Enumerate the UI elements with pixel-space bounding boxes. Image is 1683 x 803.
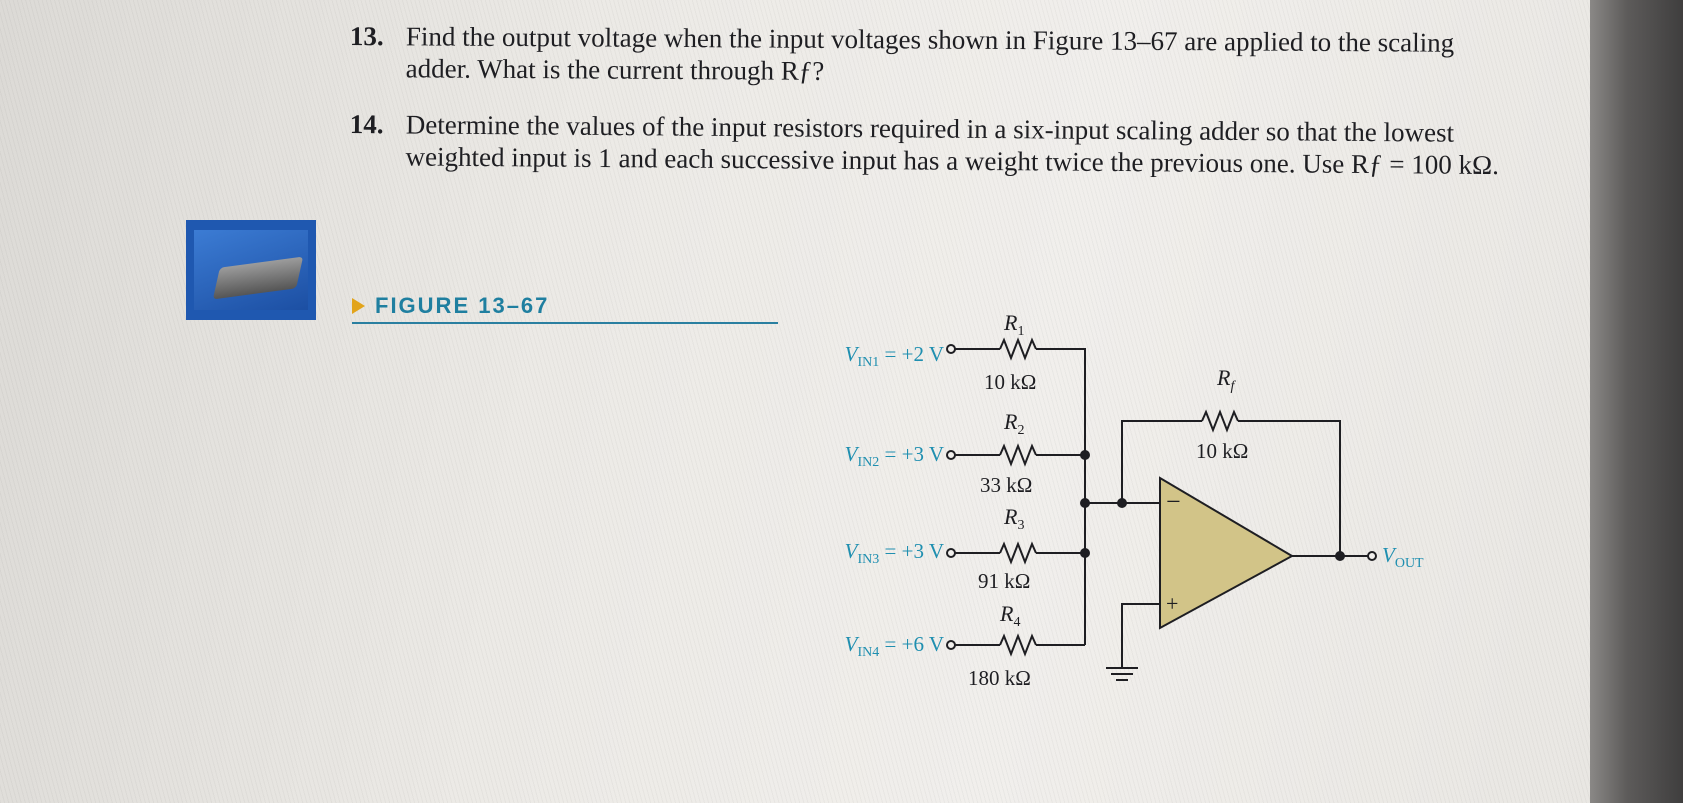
resistance-r3: 91 kΩ bbox=[978, 569, 1030, 593]
junction-dot bbox=[1080, 548, 1090, 558]
wire-bus bbox=[1036, 348, 1086, 645]
resistor-rf bbox=[1201, 409, 1239, 433]
output-label: VOUT bbox=[1382, 543, 1424, 571]
input-label-2: VIN2 = +3 V bbox=[845, 442, 944, 470]
terminal-in1 bbox=[946, 344, 956, 354]
opamp-plus: + bbox=[1166, 591, 1178, 616]
input-label-4: VIN4 = +6 V bbox=[845, 632, 944, 660]
arrow-icon bbox=[352, 298, 365, 314]
resistor-r3 bbox=[999, 541, 1037, 565]
textbook-page bbox=[0, 0, 1590, 803]
input-label-1: VIN1 = +2 V bbox=[845, 342, 944, 370]
opamp-minus: − bbox=[1166, 487, 1181, 516]
figure-rule bbox=[352, 322, 778, 324]
resistor-name-r2: R2 bbox=[1003, 409, 1024, 438]
terminal-out bbox=[1367, 551, 1377, 561]
ground-icon bbox=[1106, 667, 1138, 681]
resistance-r4: 180 kΩ bbox=[968, 666, 1031, 690]
terminals bbox=[946, 344, 1377, 650]
terminal-in2 bbox=[946, 450, 956, 460]
junction-dot bbox=[1117, 498, 1127, 508]
resistance-rf: 10 kΩ bbox=[1196, 439, 1248, 463]
opamp-triangle bbox=[1159, 476, 1295, 630]
junction-dots bbox=[1080, 450, 1345, 561]
resistance-r2: 33 kΩ bbox=[980, 473, 1032, 497]
resistor-r1 bbox=[999, 337, 1037, 361]
figure-label: FIGURE 13–67 bbox=[375, 293, 550, 318]
terminal-in4 bbox=[946, 640, 956, 650]
resistance-r1: 10 kΩ bbox=[984, 370, 1036, 394]
resistor-name-r3: R3 bbox=[1003, 504, 1024, 533]
multisim-logo bbox=[186, 220, 316, 320]
input-label-3: VIN3 = +3 V bbox=[845, 539, 944, 567]
figure-caption: FIGURE 13–67 bbox=[352, 293, 549, 319]
junction-dot bbox=[1080, 450, 1090, 460]
resistor-name-r1: R1 bbox=[1003, 310, 1024, 339]
wire-feedback-right bbox=[1238, 420, 1341, 556]
junction-dot bbox=[1335, 551, 1345, 561]
resistor-r2 bbox=[999, 443, 1037, 467]
wires bbox=[955, 337, 1368, 668]
resistor-name-rf: Rf bbox=[1216, 365, 1236, 394]
junction-dot bbox=[1080, 498, 1090, 508]
page-edge bbox=[1590, 0, 1683, 803]
wire-ground bbox=[1121, 603, 1160, 668]
resistor-r4 bbox=[999, 633, 1037, 657]
wire-feedback-left bbox=[1121, 420, 1202, 503]
resistor-name-r4: R4 bbox=[999, 601, 1020, 630]
terminal-in3 bbox=[946, 548, 956, 558]
logo-panel bbox=[194, 230, 308, 310]
